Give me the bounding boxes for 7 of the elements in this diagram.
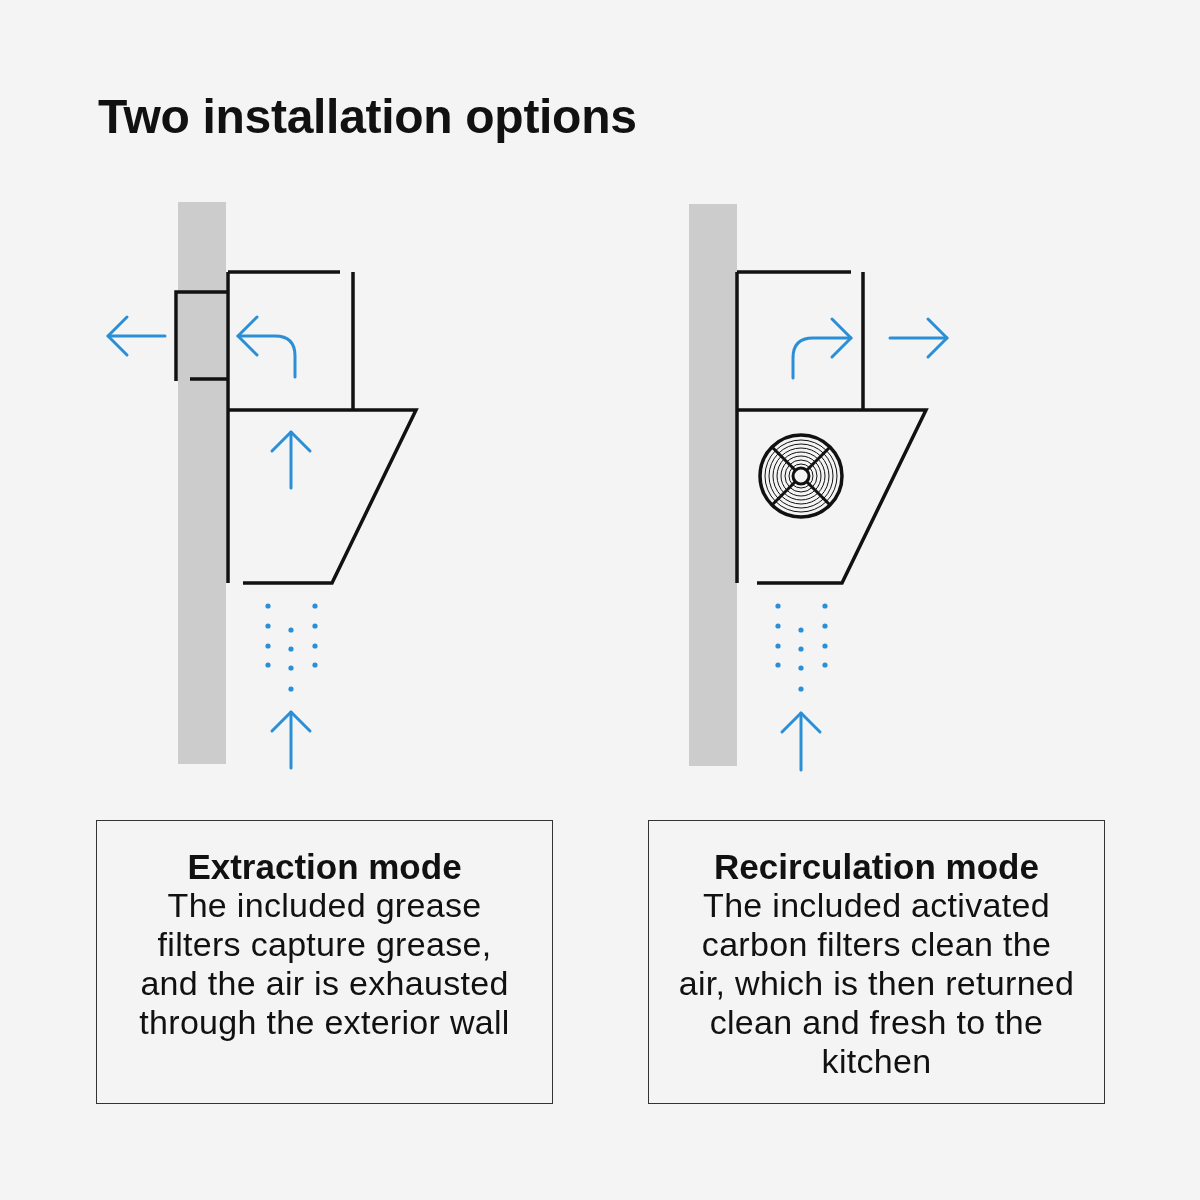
mode-description: The included activated carbon filters clean the air, which is then returned clean and fresh to the kitchen <box>677 886 1076 1081</box>
mode-heading: Extraction mode <box>187 847 462 886</box>
description-box <box>96 820 553 1104</box>
mode-heading: Recirculation mode <box>714 847 1039 886</box>
description-box <box>648 820 1105 1104</box>
diagram-title: Two installation options <box>98 89 637 145</box>
mode-description: The included grease filters capture grease, and the air is exhausted through the exterior wall <box>138 886 511 1042</box>
